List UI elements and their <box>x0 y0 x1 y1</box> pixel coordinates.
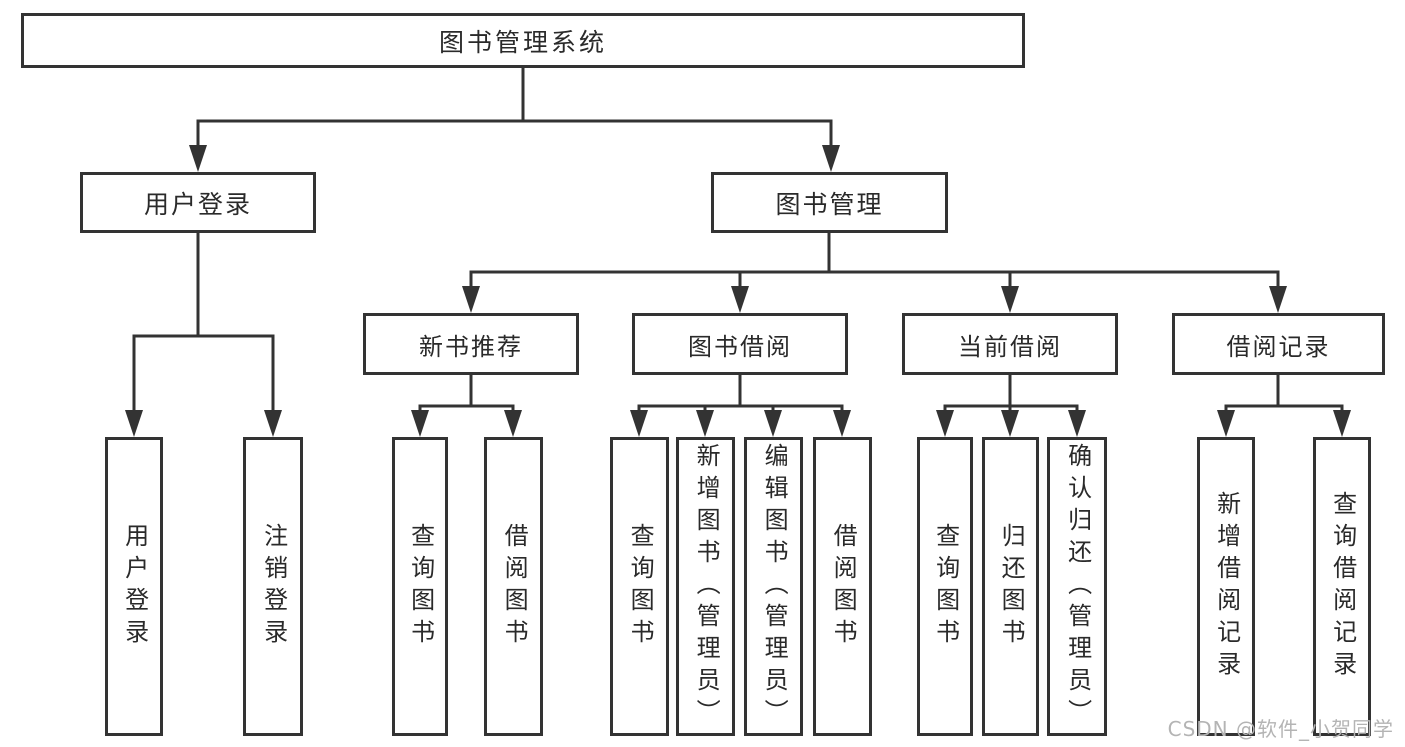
node-label: 借阅记录 <box>1226 332 1331 361</box>
node-label: 查询借阅记录 <box>1328 490 1357 683</box>
node-label: 用户登录 <box>120 522 149 651</box>
leaf-user-login: 用户登录 <box>105 437 163 736</box>
node-label: 图书管理 <box>775 189 884 219</box>
leaf-borrow-books-recommend: 借阅图书 <box>484 437 543 736</box>
leaf-add-borrow-record: 新增借阅记录 <box>1197 437 1255 736</box>
node-label: 新增借阅记录 <box>1212 490 1241 683</box>
node-label: 图书借阅 <box>688 332 792 361</box>
node-label: 注销登录 <box>259 522 288 651</box>
node-label: 用户登录 <box>143 189 252 219</box>
leaf-query-books-recommend: 查询图书 <box>392 437 448 736</box>
leaf-query-books-current: 查询图书 <box>917 437 973 736</box>
connector-root <box>189 68 840 172</box>
node-label: 新增图书（管理员） <box>692 442 721 731</box>
node-current-borrowing: 当前借阅 <box>902 313 1118 375</box>
node-label: 借阅图书 <box>500 522 529 651</box>
node-library-management-system: 图书管理系统 <box>21 13 1025 68</box>
node-label: 当前借阅 <box>958 332 1062 361</box>
node-label: 编辑图书（管理员） <box>760 442 789 731</box>
leaf-confirm-return-admin: 确认归还（管理员） <box>1047 437 1107 736</box>
connector-user-login <box>125 233 282 437</box>
leaf-edit-book-admin: 编辑图书（管理员） <box>744 437 803 736</box>
connector-book-borrowing <box>630 375 851 437</box>
leaf-logout: 注销登录 <box>243 437 303 736</box>
node-book-borrowing: 图书借阅 <box>632 313 848 375</box>
node-new-book-recommendation: 新书推荐 <box>363 313 579 375</box>
leaf-add-book-admin: 新增图书（管理员） <box>676 437 735 736</box>
node-label: 借阅图书 <box>829 522 858 651</box>
node-borrowing-records: 借阅记录 <box>1172 313 1385 375</box>
node-label: 查询图书 <box>406 522 435 651</box>
node-label: 归还图书 <box>997 522 1026 651</box>
connector-current-borrowing <box>936 375 1086 437</box>
leaf-borrow-books-borrowing: 借阅图书 <box>813 437 872 736</box>
node-book-management: 图书管理 <box>711 172 948 233</box>
connector-book-management <box>462 233 1287 313</box>
connector-new-book-recommendation <box>411 375 522 437</box>
leaf-return-books: 归还图书 <box>982 437 1039 736</box>
csdn-watermark: CSDN @软件_小贺同学 <box>1167 717 1394 741</box>
node-label: 确认归还（管理员） <box>1063 442 1092 731</box>
leaf-query-borrow-record: 查询借阅记录 <box>1313 437 1371 736</box>
connector-borrowing-records <box>1217 375 1351 437</box>
node-label: 图书管理系统 <box>438 27 607 57</box>
node-label: 查询图书 <box>931 522 960 651</box>
node-label: 新书推荐 <box>419 332 523 361</box>
leaf-query-books-borrowing: 查询图书 <box>610 437 669 736</box>
node-label: 查询图书 <box>626 522 655 651</box>
node-user-login: 用户登录 <box>80 172 316 233</box>
